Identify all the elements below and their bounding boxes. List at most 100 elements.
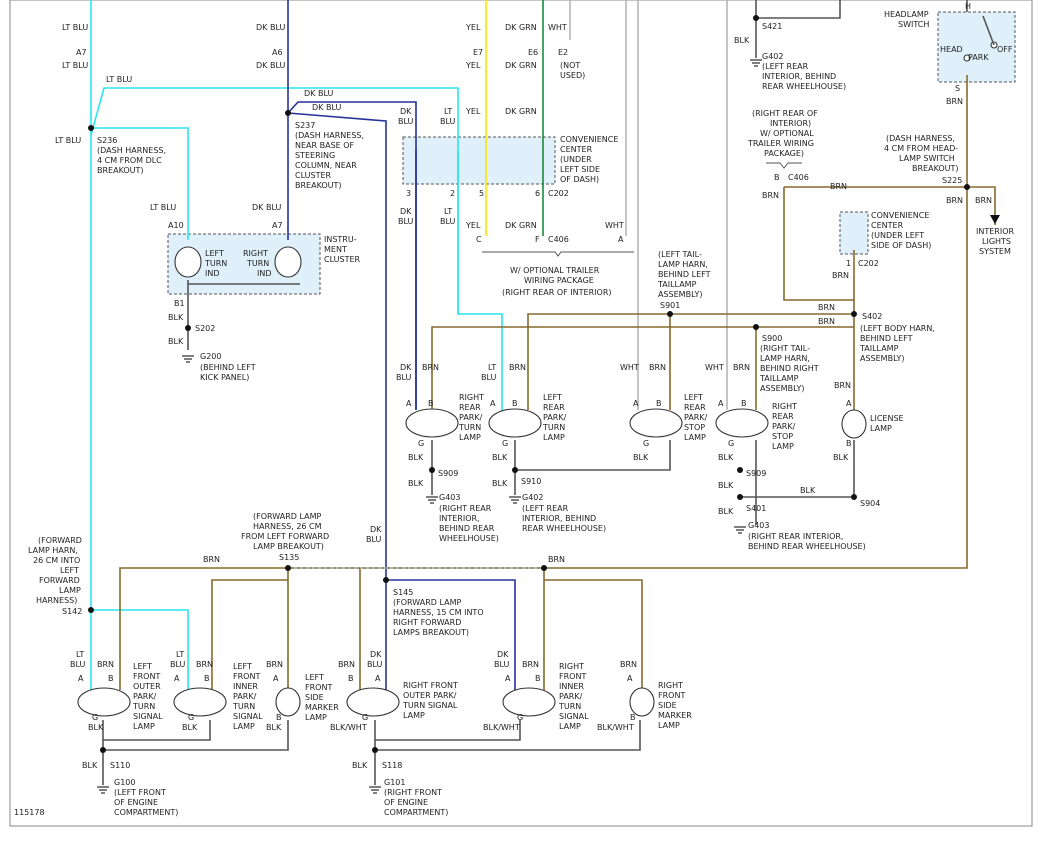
label-blu-rr-turn: BLU	[396, 373, 412, 382]
splice-s225	[964, 184, 970, 190]
label-brn-lr-turn: BRN	[509, 363, 526, 372]
label-s135: S135	[279, 553, 299, 562]
label-blkwht-rf-side: BLK/WHT	[597, 723, 634, 732]
label-s202: S202	[195, 324, 215, 333]
label-e6: E6	[528, 48, 538, 57]
rf-side-4: MARKER	[658, 711, 692, 720]
g101-desc-3: COMPARTMENT)	[384, 808, 448, 817]
label-s401: S401	[746, 504, 766, 513]
splice-s901	[667, 311, 673, 317]
headlamp-switch-box	[937, 11, 1016, 83]
label-lt-blu-s236: LT BLU	[55, 136, 81, 145]
rr-turn-3: PARK/	[459, 413, 483, 422]
left-rear-park-stop-lamp	[629, 408, 683, 438]
label-brn-s225-down: BRN	[946, 196, 963, 205]
pin-g-lr-turn: G	[502, 439, 508, 448]
cluster-1: INSTRU-	[324, 235, 357, 244]
label-blk-s118: BLK	[352, 761, 368, 770]
s142-desc-4: LEFT	[60, 566, 79, 575]
label-s237: S237	[295, 121, 315, 130]
lf-outer-5: TURN	[132, 702, 155, 711]
diagram-frame	[9, 0, 1033, 827]
front-lamps	[77, 687, 655, 717]
left-tail-harn-4: TAILLAMP	[657, 280, 697, 289]
pin-b-rf-outer: B	[348, 674, 354, 683]
pin-s: S	[955, 84, 960, 93]
label-brn-rf-outer: BRN	[338, 660, 355, 669]
label-g100: G100	[114, 778, 135, 787]
trailer-rr-brace	[766, 162, 802, 169]
lr-turn-5: LAMP	[543, 433, 565, 442]
label-lt-blu-cluster: LT BLU	[150, 203, 176, 212]
convenience-center-box	[402, 136, 556, 185]
headlamp-switch-2: SWITCH	[898, 20, 929, 29]
trailer-pkg-3: (RIGHT REAR OF INTERIOR)	[502, 288, 612, 297]
pin-g-lf-outer: G	[92, 713, 98, 722]
rr-stop-3: PARK/	[772, 422, 796, 431]
lr-stop-4: STOP	[684, 423, 705, 432]
pin-b-license: B	[846, 439, 852, 448]
label-blk-rr-turn: BLK	[408, 453, 424, 462]
left-tail-harn-1: (LEFT TAIL-	[658, 250, 702, 259]
label-lt-blu-top: LT BLU	[62, 23, 88, 32]
license-lamp-1: LICENSE	[870, 414, 904, 423]
lr-stop-3: PARK/	[684, 413, 708, 422]
label-dk-s145: DK	[370, 525, 382, 534]
label-lt-blu-a7: LT BLU	[62, 61, 88, 70]
pin-b-rf-side: B	[630, 713, 636, 722]
conv-center-4: LEFT SIDE	[560, 165, 600, 174]
splice-s401	[737, 494, 743, 500]
g100-desc-1: (LEFT FRONT	[114, 788, 166, 797]
right-front-outer-park-turn-lamp	[346, 687, 400, 717]
s402-desc-3: TAILLAMP	[859, 344, 899, 353]
s236-desc-3: BREAKOUT)	[97, 166, 144, 175]
pin-a-license: A	[846, 399, 852, 408]
rr-turn-2: REAR	[459, 403, 481, 412]
left-front-side-marker-lamp	[275, 687, 301, 717]
s145-desc-1: (FORWARD LAMP	[393, 598, 461, 607]
ground-symbols	[97, 59, 762, 794]
blk-wire-rear-grounds	[431, 440, 671, 495]
label-s910: S910	[521, 477, 541, 486]
pin-a-lf-inner: A	[174, 674, 180, 683]
brn-wire-front-left	[211, 568, 289, 690]
interior-lights-1: INTERIOR	[976, 227, 1015, 236]
brn-wire-s225	[783, 186, 996, 301]
label-dk-blu-a6: DK BLU	[256, 61, 285, 70]
label-yel-trailer: YEL	[465, 221, 481, 230]
pin-b-rf-inner: B	[535, 674, 541, 683]
trailer-rr-3: W/ OPTIONAL	[760, 129, 814, 138]
label-brn-s225-left: BRN	[830, 182, 847, 191]
label-blu-conv3: BLU	[398, 117, 414, 126]
connector-c406: C406	[548, 235, 569, 244]
s142-desc-7: HARNESS)	[36, 596, 77, 605]
label-brn-s402-a: BRN	[818, 303, 835, 312]
trailer-brace	[482, 251, 634, 257]
label-brn-rf-inner: BRN	[522, 660, 539, 669]
lr-stop-5: LAMP	[684, 433, 706, 442]
g403-left-desc-3: BEHIND REAR	[439, 524, 495, 533]
label-blu-conv2: BLU	[440, 117, 456, 126]
label-s909-right: S909	[746, 469, 766, 478]
trailer-rr-2: INTERIOR)	[770, 119, 811, 128]
right-front-side-marker-lamp	[629, 687, 655, 717]
label-blk-s909: BLK	[408, 479, 424, 488]
switch-park: PARK	[968, 53, 989, 62]
splice-dots	[88, 15, 970, 753]
label-brn-lr-stop: BRN	[649, 363, 666, 372]
label-blkwht-rf-inner: BLK/WHT	[483, 723, 520, 732]
label-lt-lr-turn: LT	[488, 363, 496, 372]
pin-f: F	[535, 235, 540, 244]
splice-s900	[753, 324, 759, 330]
splice-s910	[512, 467, 518, 473]
g403-left-desc-4: WHEELHOUSE)	[439, 534, 499, 543]
s237-desc-2: NEAR BASE OF	[295, 141, 355, 150]
rf-inner-6: SIGNAL	[559, 712, 589, 721]
label-dk-grn-e6: DK GRN	[505, 61, 537, 70]
label-brn-rf-side: BRN	[620, 660, 637, 669]
left-rear-park-turn-lamp	[488, 408, 542, 438]
ground-g101	[369, 786, 381, 794]
pin-a-lr-turn: A	[490, 399, 496, 408]
right-turn-ind-3: IND	[257, 269, 272, 278]
pin-b-rr-turn: B	[428, 399, 434, 408]
